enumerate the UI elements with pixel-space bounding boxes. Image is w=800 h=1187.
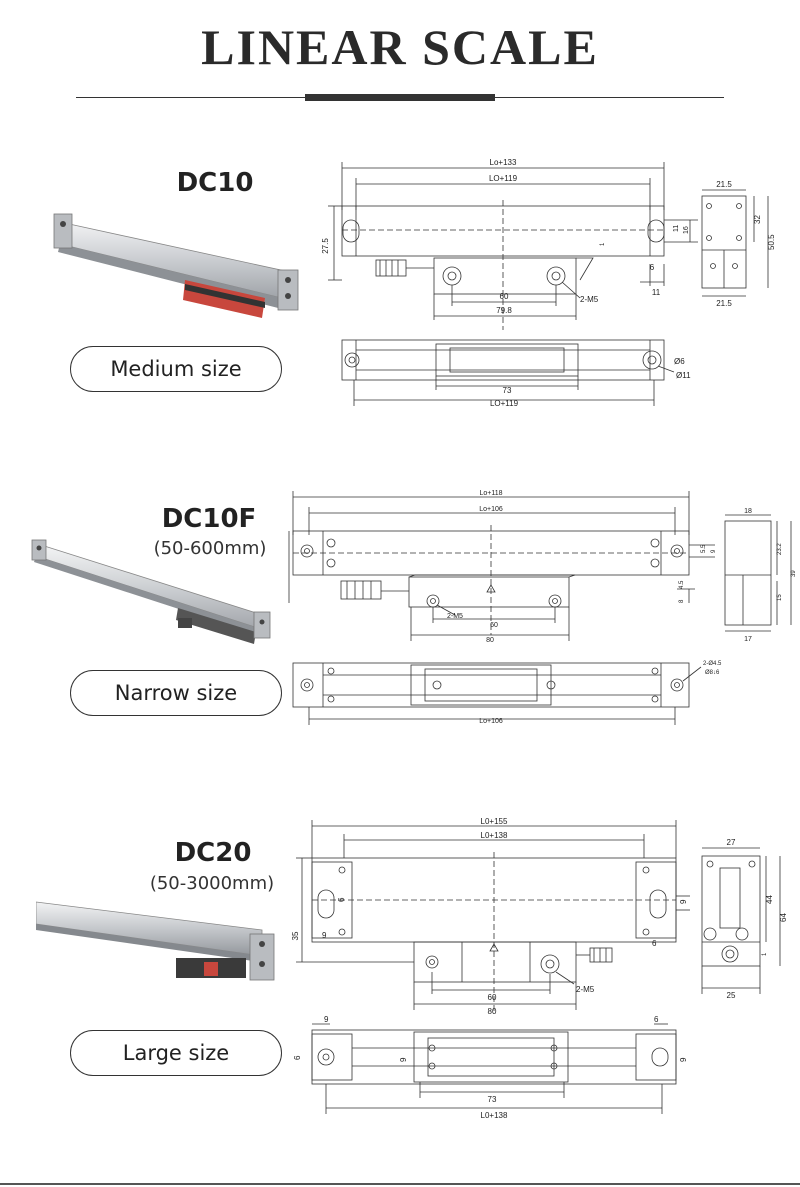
dim-height: 35 — [291, 931, 300, 940]
technical-drawing-dc10: Lo+133 LO+119 27.5 11 16 1 6 11 60 79.8 … — [321, 158, 776, 408]
dim-gap1: 1 — [600, 242, 606, 246]
dim-side-17: 17 — [744, 636, 752, 643]
dim-top-inner: LO+119 — [489, 174, 518, 183]
dim-step-4-5: 4.5 — [679, 580, 685, 589]
bottom-rule — [0, 1183, 800, 1185]
dim-step-6: 6 — [652, 939, 657, 948]
dim-hole-note-2: Ø8↓6 — [705, 670, 720, 676]
dim-slot-h2: 16 — [683, 226, 690, 234]
product-photo-dc10f — [31, 539, 271, 644]
dim-top-total: L0+155 — [481, 817, 508, 826]
dim-slot-9: 9 — [711, 549, 717, 553]
size-label-medium: Medium size — [70, 346, 282, 392]
dim-bottom-total: LO+119 — [490, 399, 519, 408]
dim-screw: 2-M5 — [576, 985, 595, 994]
dim-side-50-5: 50.5 — [767, 234, 776, 250]
dim-side-15: 15 — [777, 594, 783, 601]
dim-side-width-top: 21.5 — [716, 180, 732, 189]
dim-bottom-total: Lo+106 — [479, 718, 503, 725]
dim-hole-6: Ø6 — [674, 357, 685, 366]
technical-drawing-dc10f: Lo+118 Lo+106 24 5.5 9 4.5 8 2-M5 60 80 … — [285, 490, 797, 725]
dim-bottom-73: 73 — [488, 1095, 497, 1104]
dim-step11: 11 — [652, 288, 661, 297]
dim-side-64: 64 — [779, 913, 788, 922]
size-label-large: Large size — [70, 1030, 282, 1076]
dim-side-44: 44 — [765, 895, 774, 904]
dim-reader-80: 80 — [488, 1007, 497, 1016]
technical-drawing-dc20: L0+155 L0+138 35 6 9 9 6 60 80 2-M5 27 4… — [291, 817, 788, 1120]
dim-side-39: 39 — [791, 570, 797, 577]
model-name-dc20: DC20 — [174, 838, 252, 868]
dim-screw: 2-M5 — [447, 613, 463, 620]
dim-side-23-2: 23.2 — [777, 543, 783, 555]
model-range-dc10f: (50-600mm) — [153, 538, 267, 559]
dim-top-inner: L0+138 — [481, 831, 508, 840]
model-name-dc10: DC10 — [176, 168, 254, 198]
dim-side-27: 27 — [727, 838, 736, 847]
dim-reader-60: 60 — [500, 292, 509, 301]
dim-reader-80: 80 — [486, 637, 494, 644]
dim-top-inner: Lo+106 — [479, 506, 503, 513]
dim-side-25: 25 — [727, 991, 736, 1000]
dim-reader-60: 60 — [488, 993, 497, 1002]
dim-reader-79-8: 79.8 — [496, 306, 512, 315]
dim-top-total: Lo+133 — [490, 158, 517, 167]
model-name-dc10f: DC10F — [161, 504, 257, 534]
dim-bottom-73: 73 — [503, 386, 512, 395]
dim-bottom-total: L0+138 — [481, 1111, 508, 1120]
dim-screw: 2-M5 — [580, 295, 599, 304]
dim-bottom-6b: 6 — [293, 1055, 302, 1060]
dim-height: 24 — [285, 572, 287, 581]
dim-bottom-9: 9 — [324, 1015, 329, 1024]
dim-slot-9a: 9 — [322, 931, 327, 940]
title-rule-accent — [305, 94, 495, 101]
dim-bottom-9b: 9 — [399, 1057, 408, 1062]
dim-hole-11: Ø11 — [676, 371, 691, 380]
product-photo-dc20 — [36, 901, 275, 981]
dim-hole-note-1: 2-Ø4.5 — [703, 661, 722, 667]
dim-side-32: 32 — [753, 215, 762, 224]
dim-reader-60: 60 — [490, 622, 498, 629]
product-photo-dc10 — [53, 213, 299, 318]
dim-slot-6: 6 — [337, 897, 346, 902]
dim-step-8: 8 — [679, 599, 685, 603]
size-label-narrow: Narrow size — [70, 670, 282, 716]
dim-step6: 6 — [650, 263, 655, 272]
dim-side-1: 1 — [762, 952, 768, 956]
dim-bottom-6a: 6 — [654, 1015, 659, 1024]
dim-slot-9b: 9 — [679, 899, 688, 904]
dim-side-width-bottom: 21.5 — [716, 299, 732, 308]
dim-height: 27.5 — [321, 238, 330, 254]
dim-side-18: 18 — [744, 508, 752, 515]
dim-slot-h1: 11 — [673, 225, 680, 232]
dim-bottom-9c: 9 — [679, 1057, 688, 1062]
dim-top-total: Lo+118 — [479, 490, 502, 497]
dim-slot-5-5: 5.5 — [701, 544, 707, 553]
page-title: LINEAR SCALE — [201, 19, 599, 75]
model-range-dc20: (50-3000mm) — [149, 873, 275, 894]
